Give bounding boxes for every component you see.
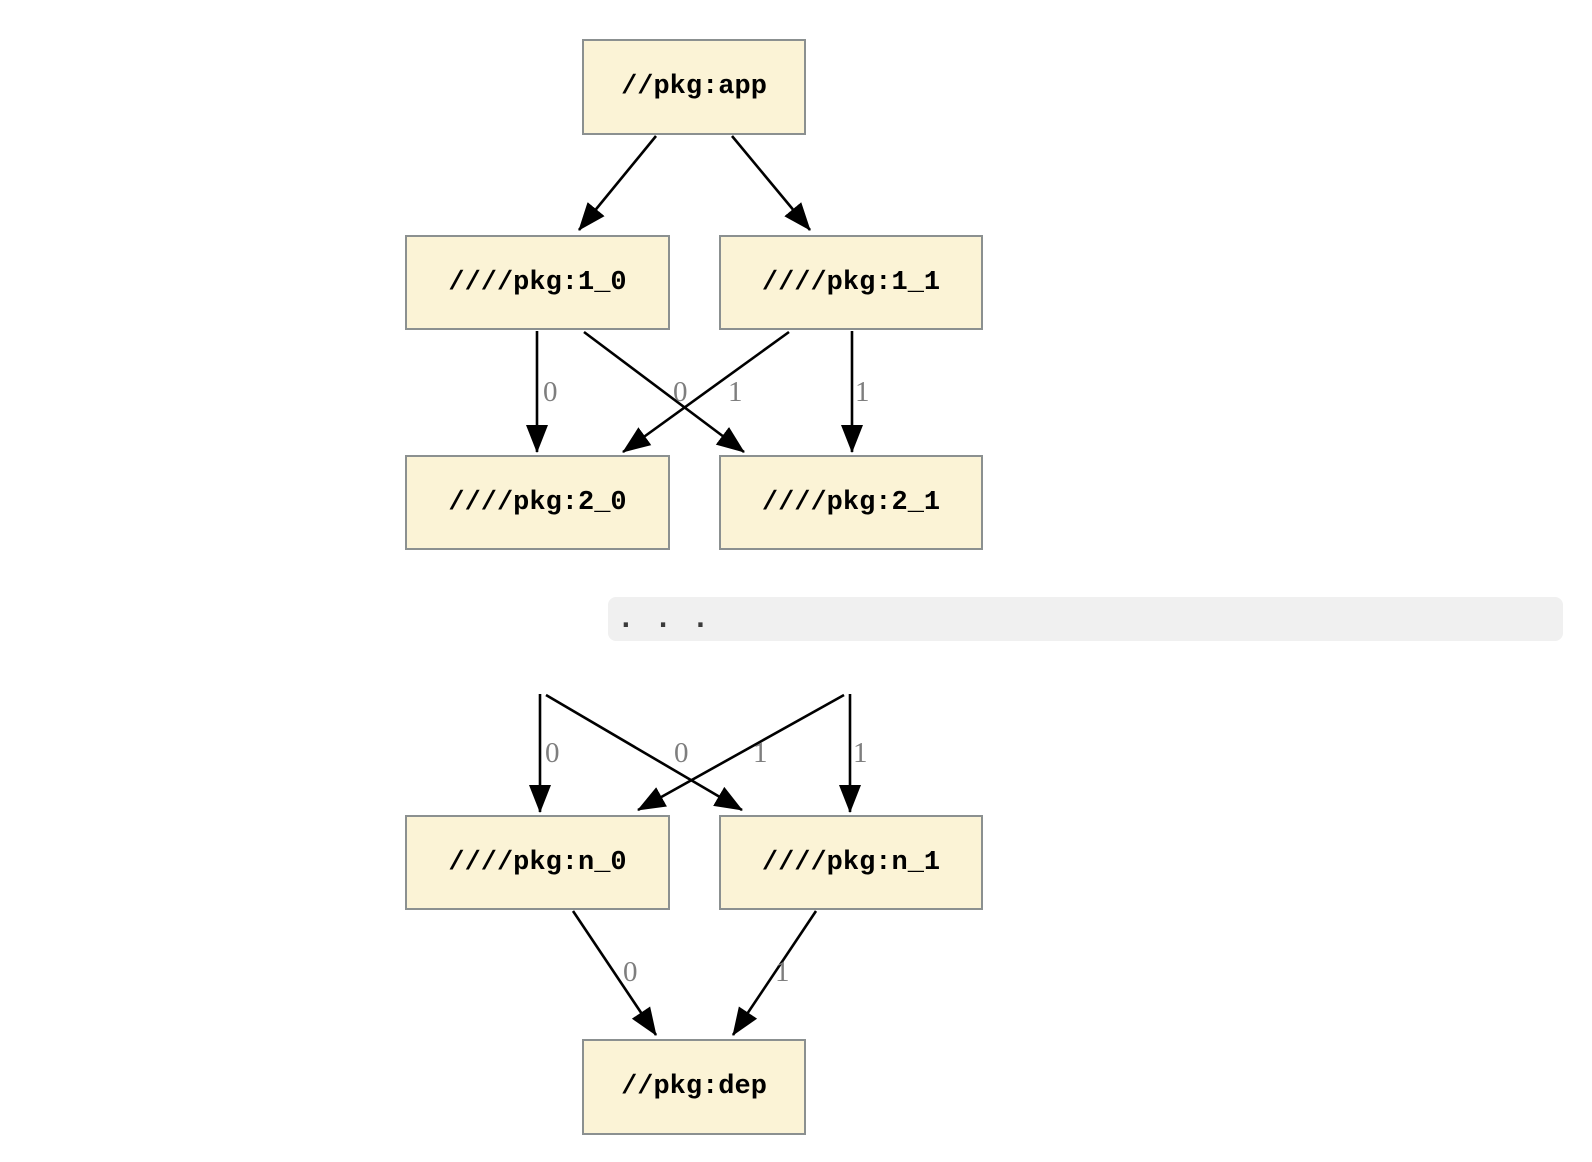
- edge-label-n-1-to-dep: 1: [775, 956, 790, 988]
- edge-label-1-0-to-2-1: 0: [673, 376, 688, 408]
- node-dep: //pkg:dep: [582, 1039, 806, 1135]
- node-pkg-n-1-label: ////pkg:n_1: [761, 847, 941, 878]
- node-pkg-2-0-label: ////pkg:2_0: [448, 487, 627, 518]
- node-pkg-1-0-label: ////pkg:1_0: [448, 267, 627, 298]
- edge-hidden-to-n-0-cross: [637, 693, 845, 812]
- edge-1-0-to-2-1: [583, 330, 745, 454]
- ellipsis-code-block: . . .: [608, 597, 1563, 641]
- edge-label-1-0-to-2-0: 0: [543, 376, 558, 408]
- node-pkg-n-0: ////pkg:n_0: [405, 815, 670, 910]
- edge-app-to-1-1: [730, 135, 812, 231]
- edge-app-to-1-0: [577, 135, 658, 231]
- edge-label-hidden-to-n-0-straight: 0: [545, 737, 560, 769]
- node-pkg-1-1-label: ////pkg:1_1: [761, 267, 941, 298]
- ellipsis-text: . . .: [618, 604, 712, 634]
- edge-label-1-1-to-2-1: 1: [855, 376, 870, 408]
- node-app-label: //pkg:app: [621, 72, 767, 102]
- edge-n-0-to-dep: [571, 910, 658, 1036]
- edge-label-hidden-to-n-1-cross: 0: [674, 737, 689, 769]
- node-pkg-1-0: ////pkg:1_0: [405, 235, 670, 330]
- edge-label-hidden-to-n-1-straight: 1: [853, 737, 868, 769]
- edge-1-1-to-2-0: [622, 330, 790, 454]
- edge-n-1-to-dep: [731, 910, 818, 1036]
- node-pkg-2-0: ////pkg:2_0: [405, 455, 670, 550]
- node-app: //pkg:app: [582, 39, 806, 135]
- edge-label-n-0-to-dep: 0: [623, 956, 638, 988]
- node-pkg-n-0-label: ////pkg:n_0: [448, 847, 627, 878]
- edge-hidden-to-n-1-cross: [545, 693, 743, 812]
- node-pkg-1-1: ////pkg:1_1: [719, 235, 983, 330]
- edge-label-hidden-to-n-0-cross: 1: [753, 737, 768, 769]
- edge-label-1-1-to-2-0: 1: [728, 376, 743, 408]
- node-pkg-2-1: ////pkg:2_1: [719, 455, 983, 550]
- node-pkg-n-1: ////pkg:n_1: [719, 815, 983, 910]
- node-pkg-2-1-label: ////pkg:2_1: [761, 487, 941, 518]
- node-dep-label: //pkg:dep: [621, 1072, 767, 1102]
